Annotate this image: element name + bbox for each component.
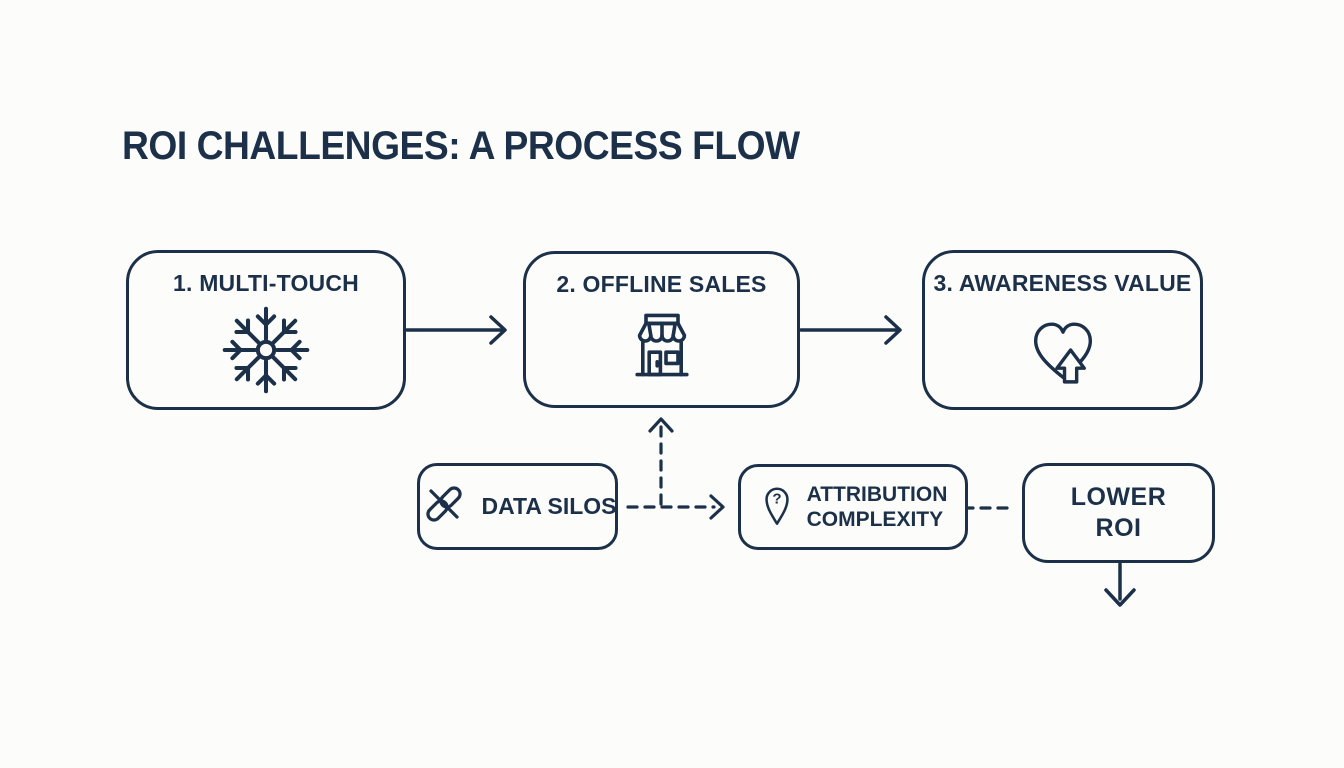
question-pin-icon: ?	[759, 482, 795, 533]
broken-link-icon	[419, 479, 469, 534]
dashed-arrowhead-up	[648, 417, 674, 433]
pin-question-glyph: ?	[772, 490, 781, 507]
storefront-icon	[622, 309, 702, 394]
heart-up-arrow-icon	[1022, 312, 1104, 393]
arrow-multitouch-to-offline	[405, 315, 507, 345]
step-label: 2. OFFLINE SALES	[556, 271, 767, 297]
challenge-label: DATA SILOS	[481, 493, 617, 519]
page-title: ROI CHALLENGES: A PROCESS FLOW	[122, 124, 800, 168]
challenge-label-line: LOWER	[1070, 482, 1167, 511]
step-box-offline-sales: 2. OFFLINE SALES	[523, 251, 800, 408]
challenge-label-line: ROI	[1095, 514, 1142, 542]
challenge-label-line: COMPLEXITY	[806, 508, 944, 531]
challenge-box-attribution-complexity: ? ATTRIBUTION COMPLEXITY	[738, 464, 968, 550]
arrow-lowerroi-down	[1104, 562, 1136, 607]
step-box-awareness-value: 3. AWARENESS VALUE	[922, 250, 1203, 410]
arrow-offline-to-awareness	[799, 315, 902, 345]
dashed-arrowhead-right	[709, 494, 725, 520]
snowflake-convergence-icon	[218, 302, 314, 403]
step-label: 3. AWARENESS VALUE	[933, 270, 1192, 296]
challenge-label-line: ATTRIBUTION	[806, 482, 948, 506]
challenge-box-data-silos: DATA SILOS	[417, 463, 618, 550]
challenge-box-lower-roi: LOWER ROI	[1022, 463, 1215, 563]
step-label: 1. MULTI-TOUCH	[173, 270, 359, 296]
step-box-multi-touch: 1. MULTI-TOUCH	[126, 250, 406, 410]
